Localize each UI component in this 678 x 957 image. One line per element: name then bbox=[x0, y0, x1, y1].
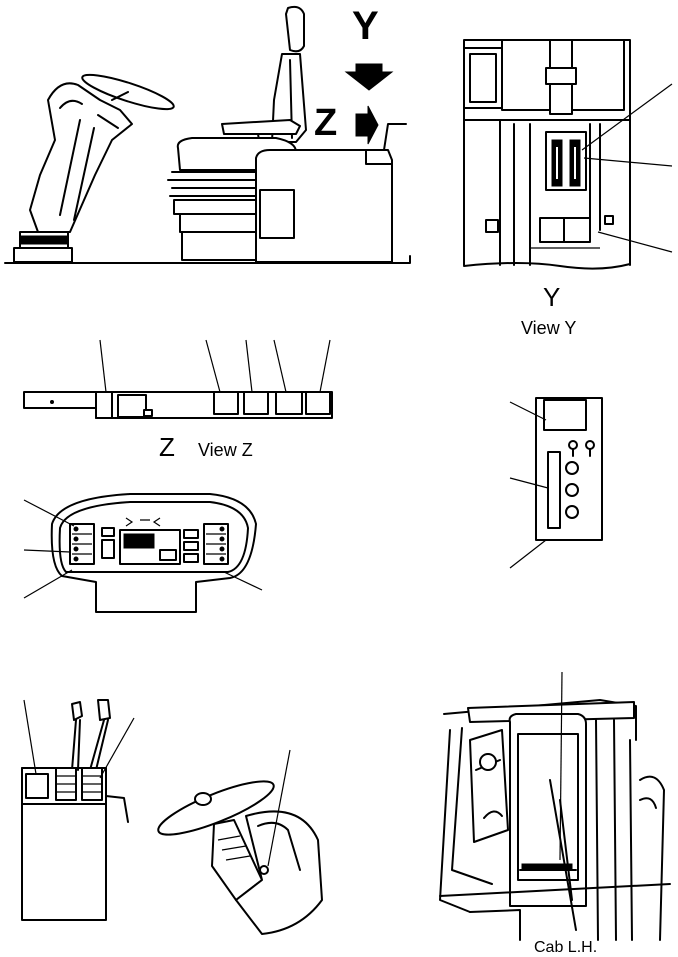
view-z-drawing bbox=[23, 339, 333, 419]
view-y-drawing bbox=[463, 39, 673, 270]
view-arrows bbox=[344, 63, 394, 145]
view-z-letter: Z bbox=[159, 432, 175, 462]
switch-panel-drawing bbox=[509, 397, 603, 569]
view-y-letter: Y bbox=[543, 282, 561, 312]
view-y-caption: View Y bbox=[521, 318, 577, 338]
arrow-z-label: Z bbox=[314, 102, 338, 144]
instrument-panel-drawing bbox=[23, 493, 263, 613]
arrow-z-icon bbox=[355, 105, 379, 145]
arrow-y-icon bbox=[344, 63, 394, 91]
cab-lh-drawing bbox=[439, 671, 671, 941]
arrow-y-label: Y bbox=[352, 4, 379, 48]
view-z-caption: View Z bbox=[198, 440, 253, 460]
steering-column-drawing bbox=[157, 749, 323, 935]
cab-lh-caption: Cab L.H. bbox=[534, 939, 598, 956]
operator-seat-view bbox=[4, 5, 411, 264]
control-lever-drawing bbox=[21, 699, 135, 921]
